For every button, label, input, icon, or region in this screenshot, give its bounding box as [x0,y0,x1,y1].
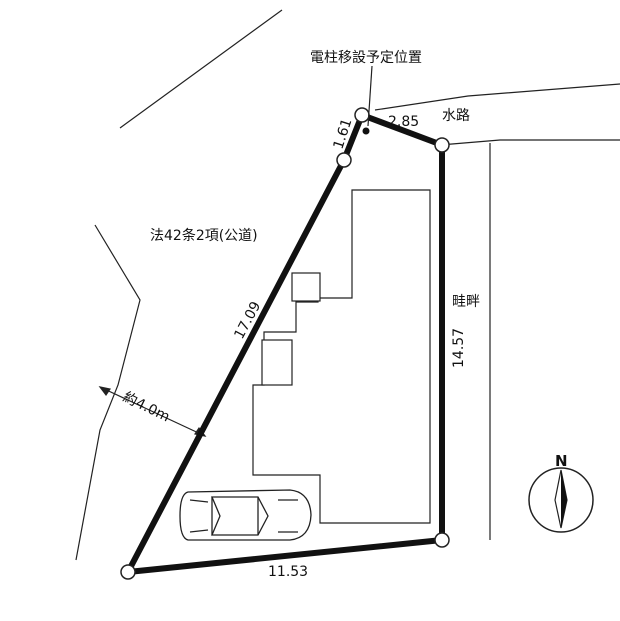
corner-markers [120,107,450,580]
waterway-label: 水路 [442,108,470,124]
waterway-edge-bottom [439,139,620,146]
road-width-arrow-left [98,386,111,397]
dimension-east: 14.57 [451,328,467,368]
waterway-edge-top [374,83,620,111]
corner-southwest [120,564,136,580]
ridge-label: 畦畔 [452,294,480,310]
porch [291,272,321,302]
road-width-label: 約4.0m [120,389,172,425]
house-bump [261,339,293,386]
road-width-line [99,386,206,437]
road-edge-lower [75,224,141,561]
dimension-south: 11.53 [268,564,308,580]
north-letter: N [555,452,568,470]
road-label: 法42条2項(公道) [150,227,258,244]
corner-north [354,107,370,123]
property-boundary [125,112,445,575]
pole-leader-line [367,65,373,127]
north-arrow-icon: N [528,452,594,533]
corner-northeast [434,137,450,153]
context-lines [75,9,620,561]
corner-southeast [434,532,450,548]
car-icon [179,489,312,541]
road-edge-upper [119,9,283,129]
pole-marker [362,127,370,135]
dimension-north-top: 2.85 [388,114,419,130]
corner-west-upper [336,152,352,168]
pole-relocation-label: 電柱移設予定位置 [310,50,422,66]
